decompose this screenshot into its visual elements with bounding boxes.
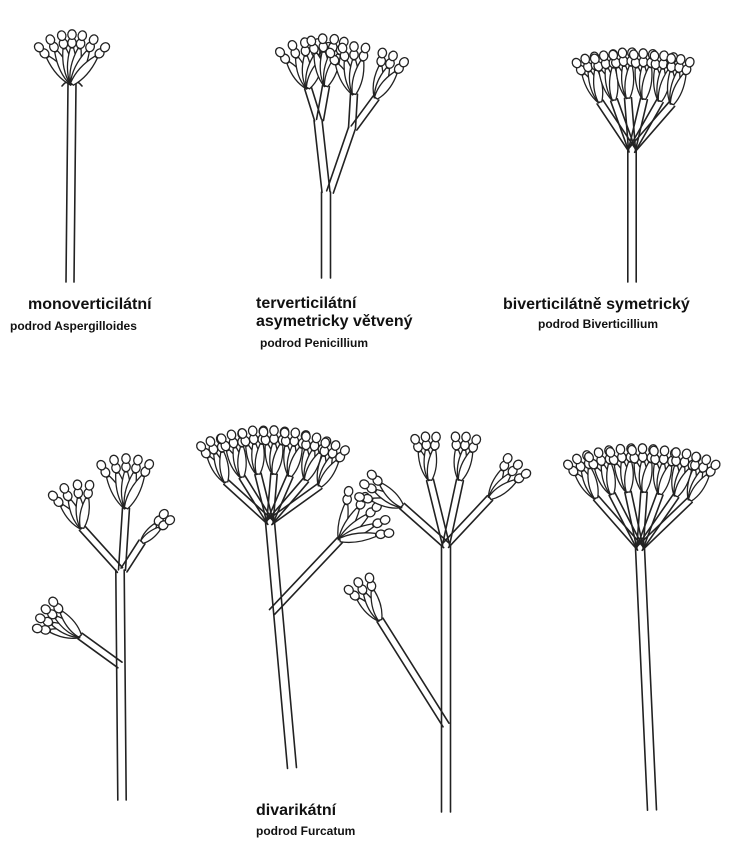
metula bbox=[597, 104, 629, 152]
ramus bbox=[314, 120, 322, 192]
branch bbox=[85, 526, 123, 568]
stipe bbox=[66, 83, 68, 282]
terverticilate-label: terverticilátní asymetricky větvený podr… bbox=[256, 295, 413, 351]
conidium bbox=[302, 432, 310, 442]
conidium bbox=[431, 432, 441, 443]
ramus bbox=[322, 120, 330, 192]
divaricate-title: divarikátní bbox=[256, 802, 355, 820]
conidium bbox=[122, 454, 130, 464]
metula bbox=[355, 94, 357, 128]
metula bbox=[323, 87, 329, 121]
branch bbox=[121, 540, 139, 568]
conidium bbox=[660, 446, 669, 456]
conidium bbox=[639, 49, 648, 59]
metula bbox=[400, 509, 444, 548]
conidium bbox=[68, 30, 76, 40]
divaricate-subgenus: podrod Furcatum bbox=[256, 825, 355, 839]
conidium bbox=[329, 34, 339, 45]
conidium bbox=[350, 42, 358, 52]
conidium bbox=[73, 480, 82, 490]
stipe bbox=[74, 83, 76, 282]
metula bbox=[268, 478, 304, 520]
metula bbox=[433, 479, 449, 544]
terverticilate-subgenus: podrod Penicillium bbox=[260, 337, 413, 351]
conidium bbox=[691, 452, 701, 463]
divaricate-conidiophore-4 bbox=[562, 444, 722, 811]
conidium bbox=[321, 438, 331, 449]
terverticilate-title-line2: asymetricky větvený bbox=[256, 313, 413, 331]
metula bbox=[635, 103, 663, 152]
conidium bbox=[32, 623, 43, 633]
stipe bbox=[266, 522, 288, 768]
metula bbox=[642, 502, 692, 550]
metula bbox=[625, 493, 637, 549]
conidium bbox=[291, 428, 301, 439]
stipe bbox=[274, 522, 296, 768]
branch bbox=[79, 530, 117, 572]
branch bbox=[127, 544, 145, 572]
biverticilate-subgenus: podrod Biverticillium bbox=[538, 318, 690, 332]
biverticilate-conidiophore bbox=[571, 48, 696, 282]
conidium bbox=[461, 432, 471, 443]
conidium bbox=[672, 448, 680, 458]
monoverticilate-label: monoverticilátní podrod Aspergilloides bbox=[28, 296, 152, 334]
phialide bbox=[607, 464, 616, 494]
stipe bbox=[124, 570, 126, 800]
metula bbox=[449, 500, 493, 547]
conidium bbox=[451, 432, 460, 442]
metula bbox=[629, 102, 669, 148]
metula bbox=[443, 479, 457, 544]
monoverticilate-subgenus: podrod Aspergilloides bbox=[10, 320, 152, 334]
branch bbox=[377, 622, 443, 727]
conidium bbox=[638, 444, 647, 454]
biverticilate-title: biverticilátně symetrický bbox=[503, 296, 690, 314]
conidium bbox=[650, 51, 660, 62]
conidium bbox=[667, 54, 676, 64]
metula bbox=[427, 481, 443, 546]
conidium bbox=[85, 480, 95, 491]
conidium bbox=[280, 428, 290, 439]
conidium bbox=[384, 528, 395, 538]
conidium bbox=[270, 426, 278, 436]
branch bbox=[275, 542, 343, 614]
branch bbox=[78, 639, 118, 668]
divaricate-conidiophore-3 bbox=[342, 432, 532, 812]
conidium bbox=[377, 48, 387, 59]
metula bbox=[404, 503, 448, 542]
monoverticilate-conidiophore bbox=[33, 30, 112, 282]
conidium bbox=[344, 486, 354, 497]
branch bbox=[119, 508, 123, 570]
conidium bbox=[421, 432, 430, 442]
divaricate-label: divarikátní podrod Furcatum bbox=[256, 802, 355, 839]
metula bbox=[349, 94, 351, 128]
metula bbox=[228, 480, 272, 520]
terverticilate-conidiophore bbox=[274, 34, 410, 278]
conidium bbox=[618, 48, 628, 59]
phialide bbox=[238, 447, 246, 477]
divaricate-conidiophore-1 bbox=[32, 454, 176, 800]
stipe bbox=[116, 570, 118, 800]
metula bbox=[255, 475, 267, 523]
conidium bbox=[649, 446, 659, 457]
conidium bbox=[248, 426, 258, 437]
metula bbox=[449, 481, 463, 546]
biverticilate-label: biverticilátně symetrický podrod Biverti… bbox=[503, 296, 690, 332]
branch bbox=[383, 618, 449, 723]
metula bbox=[443, 496, 487, 543]
monoverticilate-title: monoverticilátní bbox=[28, 296, 152, 314]
conidium bbox=[615, 444, 625, 455]
conidium bbox=[318, 34, 327, 44]
terverticilate-title-line1: terverticilátní bbox=[256, 295, 413, 313]
